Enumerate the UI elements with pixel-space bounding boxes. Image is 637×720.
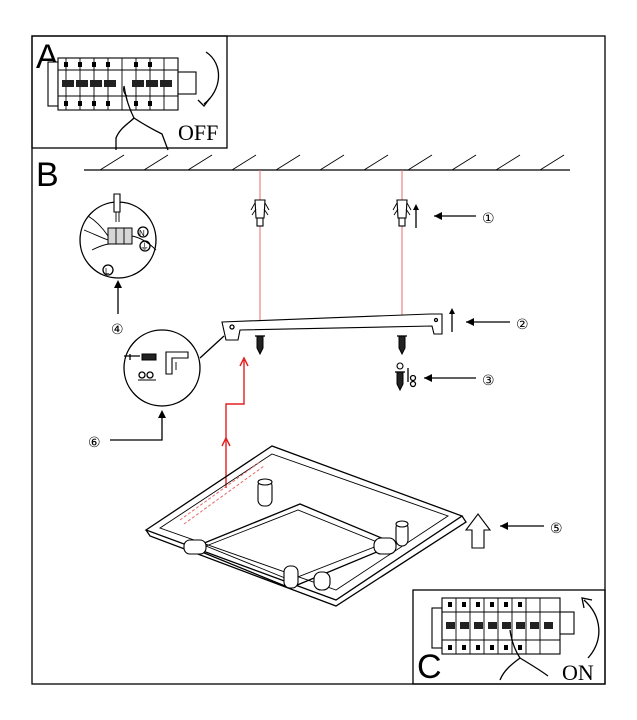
callout-6-leader [110, 410, 166, 441]
callout-1: ① [482, 211, 495, 227]
terminal-l-mark: L [105, 267, 110, 276]
callout-3: ③ [482, 373, 495, 389]
panel-c-letter: C [417, 648, 442, 686]
panel-c-hand [499, 629, 549, 681]
callout-5-leader [500, 522, 544, 530]
lamp-body [144, 445, 467, 607]
panel-a-hand [115, 85, 169, 151]
panel-b-letter: B [36, 156, 59, 194]
terminal-n-mark: N [139, 229, 145, 238]
bar-detail [123, 329, 225, 407]
panel-c: C [412, 589, 606, 686]
mounting-bar-up-arrow [449, 308, 455, 332]
screw-set [394, 362, 417, 391]
callout-2: ② [516, 317, 529, 333]
dowel-left [250, 199, 270, 227]
terminal-earth-mark: ⏚ [140, 242, 149, 252]
callout-5: ⑤ [550, 521, 563, 537]
panel-a-box [31, 35, 228, 149]
panel-a-breaker-box [47, 57, 197, 111]
panel-c-arrow [583, 599, 600, 659]
callout-2-leader [466, 318, 510, 326]
callout-4: ④ [111, 322, 124, 338]
outer-frame [31, 35, 606, 685]
callout-4-leader [114, 280, 122, 314]
ceiling-line [84, 154, 570, 171]
terminal-block-detail: N ⏚ L [79, 193, 157, 279]
panel-c-on-label: ON [562, 660, 594, 685]
mounting-bar [221, 313, 443, 341]
dowel-up-arrow [413, 204, 419, 228]
callout-6: ⑥ [88, 435, 101, 451]
panel-a-arrow [203, 51, 220, 105]
panel-c-box [412, 589, 606, 685]
callout-3-leader [424, 374, 476, 382]
panel-a: A [31, 35, 228, 151]
panel-c-breaker-box [431, 597, 575, 655]
panel-a-off-label: OFF [178, 120, 218, 145]
dowel-right [392, 199, 412, 227]
power-wire [225, 360, 245, 488]
screw-left [254, 335, 266, 355]
screw-right [396, 335, 408, 355]
lamp-up-arrow [464, 513, 492, 549]
callout-1-leader [434, 212, 476, 220]
panel-b: B ① [36, 154, 570, 607]
